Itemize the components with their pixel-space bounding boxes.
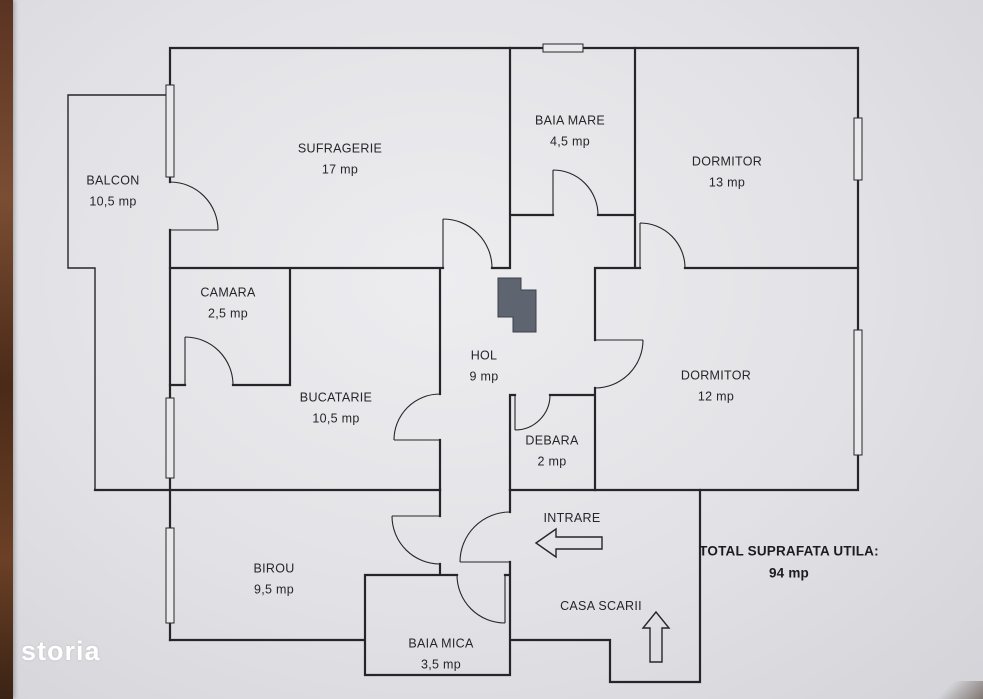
room-area: 10,5 mp bbox=[312, 411, 360, 426]
room-name: BAIA MICA bbox=[408, 636, 474, 651]
room-area: 17 mp bbox=[321, 162, 359, 177]
total-area-label: TOTAL SUPRAFATA UTILA: 94 mp bbox=[699, 544, 879, 581]
paper-corner-shadow bbox=[923, 681, 983, 699]
interior-walls bbox=[168, 46, 860, 684]
room-label-bucatarie: BUCATARIE 10,5 mp bbox=[300, 391, 372, 426]
room-area: 13 mp bbox=[708, 175, 746, 190]
stairs-up-arrow-icon bbox=[641, 610, 671, 663]
room-label-baia-mica: BAIA MICA 3,5 mp bbox=[408, 637, 473, 672]
room-label-sufragerie: SUFRAGERIE 17 mp bbox=[298, 142, 382, 177]
room-name: BAIA MARE bbox=[534, 113, 606, 128]
room-area: 2,5 mp bbox=[207, 306, 248, 321]
stairwell-label: CASA SCARII bbox=[560, 599, 642, 613]
room-label-birou: BIROU 9,5 mp bbox=[253, 562, 294, 597]
room-name: CAMARA bbox=[200, 285, 256, 300]
room-name: BALCON bbox=[86, 173, 140, 188]
total-area-value: 94 mp bbox=[768, 565, 810, 581]
entrance-arrow-icon bbox=[534, 527, 603, 559]
room-area: 4,5 mp bbox=[549, 134, 590, 149]
total-area-title: TOTAL SUPRAFATA UTILA: bbox=[699, 543, 879, 559]
windows bbox=[165, 43, 863, 624]
room-name: HOL bbox=[470, 348, 498, 363]
ventilation-shaft bbox=[497, 277, 537, 333]
room-name: DORMITOR bbox=[680, 368, 752, 383]
room-area: 9,5 mp bbox=[253, 582, 294, 597]
balcony-outline bbox=[67, 94, 171, 491]
room-area: 10,5 mp bbox=[89, 194, 137, 209]
entrance-label: INTRARE bbox=[543, 511, 601, 525]
room-area: 3,5 mp bbox=[420, 657, 461, 672]
room-area: 2 mp bbox=[537, 454, 567, 469]
wood-table-edge bbox=[0, 0, 13, 699]
room-label-hol: HOL 9 mp bbox=[470, 349, 499, 384]
room-name: DEBARA bbox=[525, 433, 579, 448]
door-swings bbox=[169, 169, 686, 624]
room-label-dormitor-12: DORMITOR 12 mp bbox=[681, 369, 751, 404]
room-name: BUCATARIE bbox=[299, 390, 373, 405]
room-name: BIROU bbox=[253, 561, 295, 576]
room-area: 12 mp bbox=[697, 389, 735, 404]
room-label-baia-mare: BAIA MARE 4,5 mp bbox=[535, 114, 605, 149]
room-name: SUFRAGERIE bbox=[297, 141, 383, 156]
room-label-camara: CAMARA 2,5 mp bbox=[200, 286, 255, 321]
room-name: DORMITOR bbox=[691, 154, 763, 169]
storia-watermark: storia bbox=[21, 636, 101, 666]
room-label-dormitor-13: DORMITOR 13 mp bbox=[692, 155, 762, 190]
room-label-debara: DEBARA 2 mp bbox=[525, 434, 578, 469]
room-label-balcon: BALCON 10,5 mp bbox=[86, 174, 139, 209]
room-area: 9 mp bbox=[469, 369, 499, 384]
